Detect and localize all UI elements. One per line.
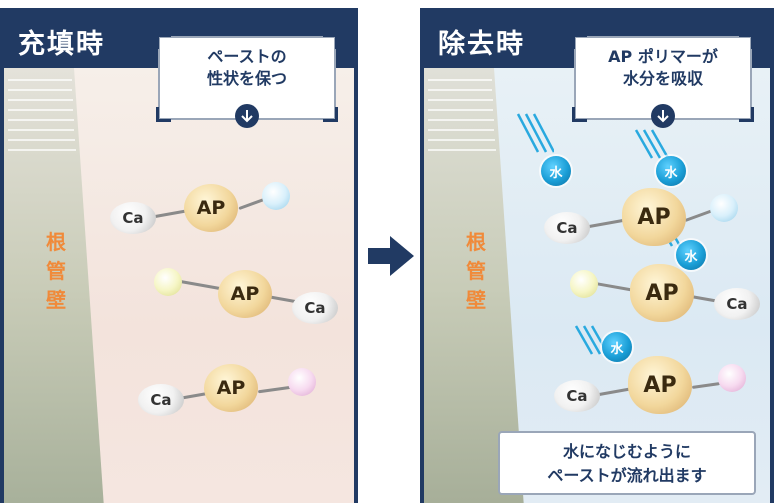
bubble-yellow — [154, 268, 182, 296]
callout-corner — [572, 34, 587, 49]
water-drop: 水 — [656, 156, 686, 186]
bubble-blue — [262, 182, 290, 210]
motion-lines — [514, 112, 556, 166]
ap-polymer: AP — [184, 184, 238, 232]
molecule: Ca AP — [138, 364, 328, 424]
caption-line: 水になじむように — [562, 442, 691, 461]
ca-ion: Ca — [292, 292, 338, 324]
callout-text: ペーストの 性状を保つ — [160, 46, 334, 90]
scene-removal: 根 管 壁 水 水 水 水 — [424, 68, 770, 503]
callout-line: AP ポリマーが — [608, 47, 718, 66]
bubble-pink — [288, 368, 316, 396]
callout-text: AP ポリマーが 水分を吸収 — [576, 46, 750, 90]
ca-ion: Ca — [714, 288, 760, 320]
wall-label-char: 管 — [466, 259, 486, 283]
bubble-pink — [718, 364, 746, 392]
ap-polymer: AP — [628, 356, 692, 414]
ca-ion: Ca — [110, 202, 156, 234]
wall-label-char: 壁 — [46, 288, 66, 312]
scene-filling: 根 管 壁 Ca AP AP Ca — [4, 68, 354, 503]
bond-hand — [684, 208, 714, 223]
down-arrow-circle-icon — [651, 104, 675, 128]
root-canal-wall — [4, 68, 119, 503]
panel-title: 除去時 — [438, 29, 525, 60]
water-drop: 水 — [541, 156, 571, 186]
caption-line: ペーストが流れ出ます — [547, 466, 707, 485]
water-drop: 水 — [602, 332, 632, 362]
down-arrow-circle-icon — [235, 104, 259, 128]
callout-corner — [323, 107, 338, 122]
ca-ion: Ca — [138, 384, 184, 416]
ap-polymer: AP — [630, 264, 694, 322]
callout-line: 水分を吸収 — [622, 69, 703, 88]
callout-corner — [572, 107, 587, 122]
water-drop: 水 — [676, 240, 706, 270]
molecule: Ca AP — [110, 182, 300, 244]
ca-ion: Ca — [544, 212, 590, 244]
callout-corner — [739, 34, 754, 49]
wall-label: 根 管 壁 — [46, 228, 66, 315]
ap-polymer: AP — [622, 188, 686, 246]
wall-label: 根 管 壁 — [466, 228, 486, 315]
wall-label-char: 根 — [466, 230, 486, 254]
ca-ion: Ca — [554, 380, 600, 412]
bond-hand — [691, 382, 721, 389]
wall-label-char: 根 — [46, 230, 66, 254]
callout-corner — [323, 34, 338, 49]
bond-hand — [586, 218, 626, 229]
callout-corner — [739, 107, 754, 122]
right-arrow-icon — [368, 236, 414, 276]
bubble-yellow — [570, 270, 598, 298]
bubble-blue — [710, 194, 738, 222]
callout-corner — [156, 107, 171, 122]
ap-polymer: AP — [218, 270, 272, 318]
callout-corner — [156, 34, 171, 49]
panel-removal: 除去時 — [420, 8, 774, 503]
molecule: Ca AP — [554, 356, 754, 426]
wall-label-char: 管 — [46, 259, 66, 283]
callout-line: 性状を保つ — [206, 69, 287, 88]
molecule: AP Ca — [570, 264, 770, 334]
molecule: Ca AP — [544, 188, 754, 258]
root-canal-wall — [424, 68, 539, 503]
motion-lines — [632, 128, 672, 172]
panel-filling: 充填時 — [0, 8, 358, 503]
wall-label-char: 壁 — [466, 288, 486, 312]
molecule: AP Ca — [154, 268, 344, 328]
bond-hand — [257, 385, 293, 394]
callout-line: ペーストの — [207, 47, 287, 66]
ap-polymer: AP — [204, 364, 258, 412]
panel-title: 充填時 — [18, 29, 105, 60]
caption-box: 水になじむように ペーストが流れ出ます — [498, 431, 756, 495]
